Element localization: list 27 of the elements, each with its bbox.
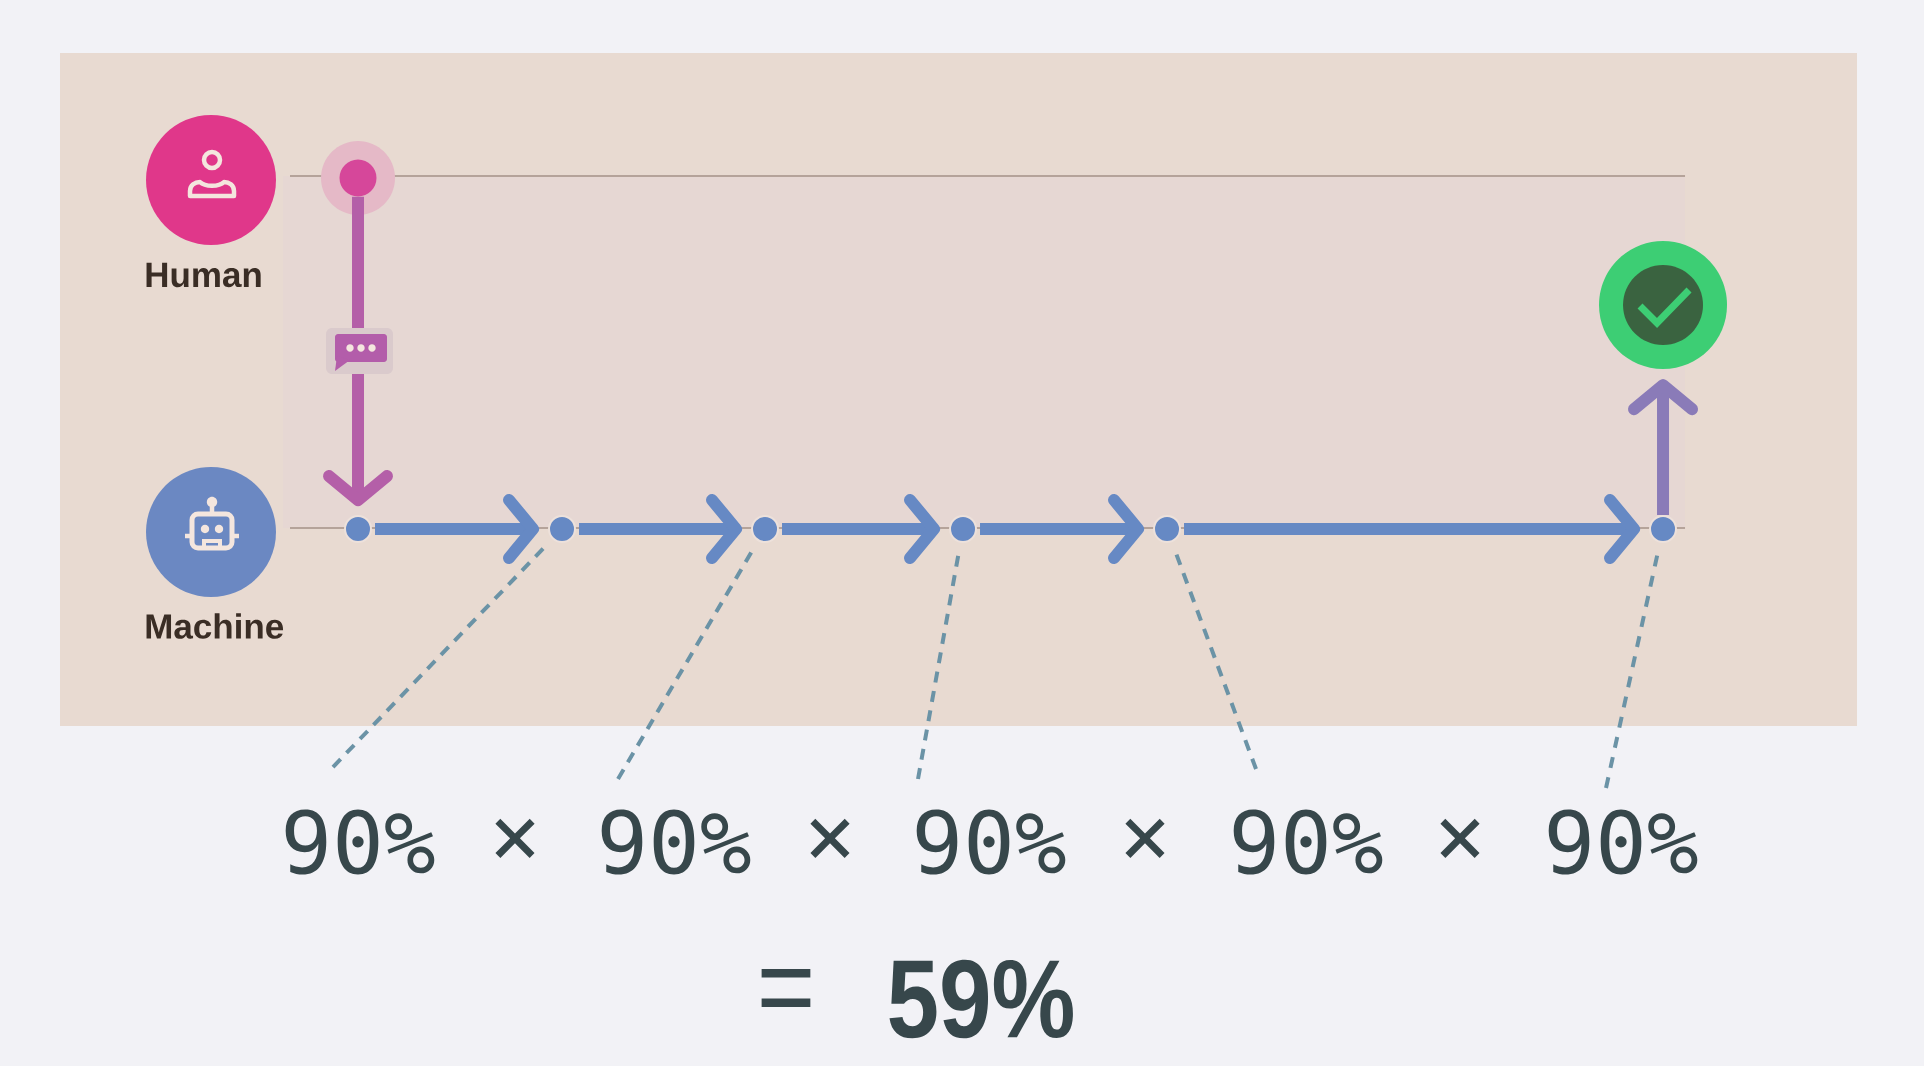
times-sign: × (1440, 818, 1480, 858)
leader-line (1604, 554, 1660, 789)
start-dot (321, 141, 395, 215)
result-value: 59% (889, 959, 1073, 1039)
percent-value: 90% (1548, 809, 1698, 875)
check-icon (1599, 241, 1727, 369)
lane-label: Human (146, 262, 261, 288)
arrow (323, 196, 393, 506)
arrow (375, 494, 539, 564)
arrow (579, 494, 742, 564)
leader-line (331, 547, 545, 769)
times-sign: × (1125, 818, 1165, 858)
arrow (782, 494, 940, 564)
percent-value: 90% (601, 809, 751, 875)
times-sign: × (495, 818, 535, 858)
arrow (980, 494, 1144, 564)
percent-value: 90% (1233, 809, 1383, 875)
lane-label: Machine (146, 613, 284, 639)
percent-value: 90% (916, 809, 1066, 875)
times-sign: × (810, 818, 850, 858)
leader-line (616, 551, 754, 781)
percent-value: 90% (285, 809, 435, 875)
equals-sign: = (761, 969, 811, 1008)
leader-line (1174, 553, 1258, 770)
arrow (1184, 494, 1640, 564)
arrow (1628, 379, 1698, 515)
leader-line (916, 555, 961, 780)
